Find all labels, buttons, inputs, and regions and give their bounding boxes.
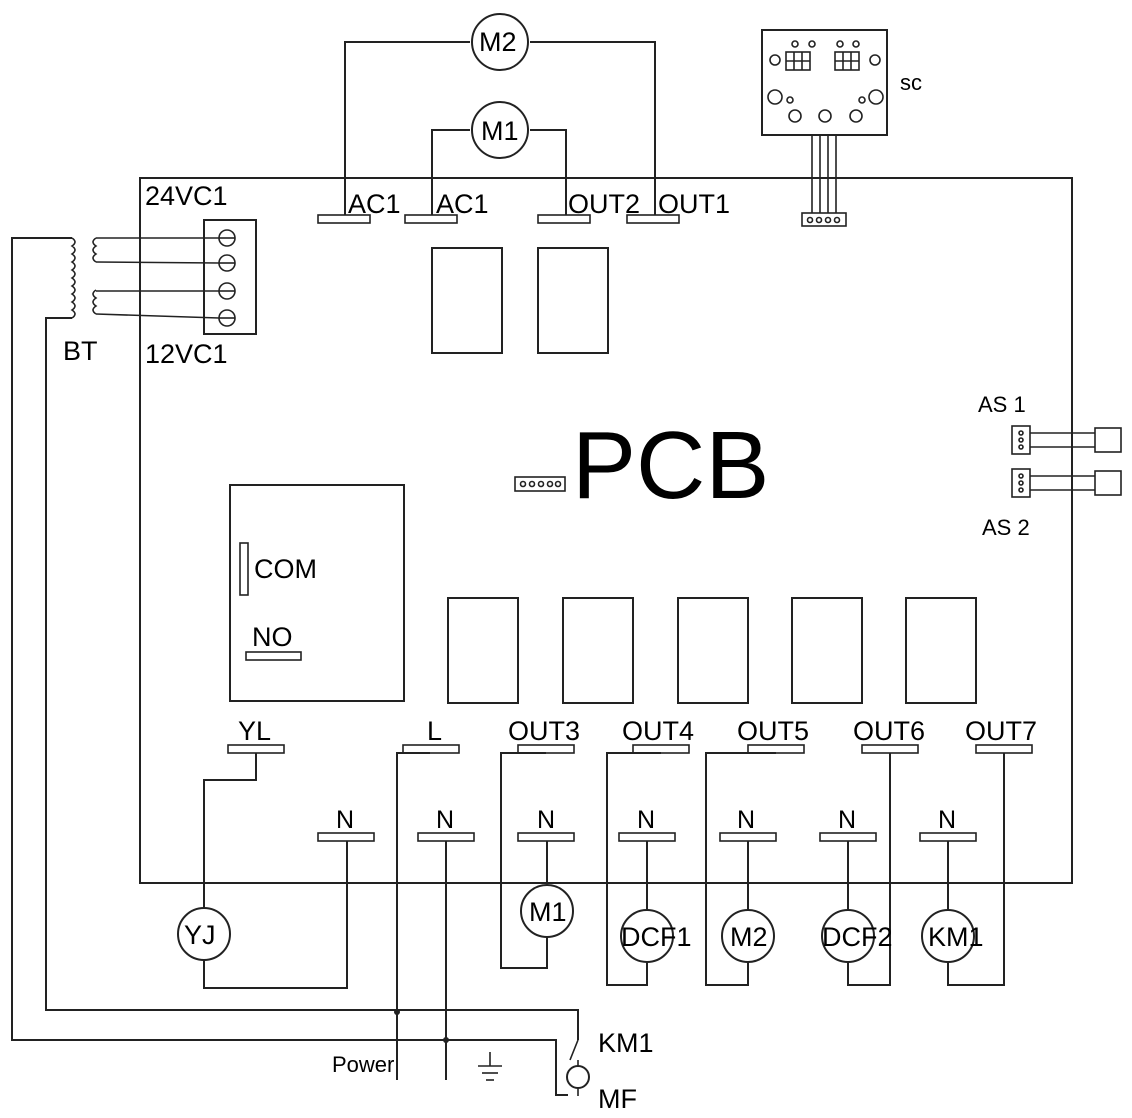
- load-dcf2-label: DCF2: [822, 922, 893, 952]
- motor-m1-top-label: M1: [481, 116, 519, 146]
- relay-out4: [562, 597, 634, 704]
- load-yj: [177, 907, 231, 961]
- relay-out3: [447, 597, 519, 704]
- connector-ac1-left-label: AC1: [348, 189, 401, 219]
- sensor-as1-label: AS 1: [978, 392, 1026, 417]
- connector-out7-label: OUT7: [965, 716, 1037, 746]
- sensor-as2-label: AS 2: [982, 515, 1030, 540]
- connector-out6-label: OUT6: [853, 716, 925, 746]
- transformer-bt: [70, 237, 98, 319]
- connector-out3-label: OUT3: [508, 716, 580, 746]
- n-terminal-5-label: N: [737, 806, 755, 834]
- load-dcf1-label: DCF1: [621, 922, 692, 952]
- relay-top-1: [431, 247, 503, 354]
- load-km1: [921, 909, 975, 963]
- connector-yl-label: YL: [238, 716, 271, 746]
- pcb-title: PCB: [572, 412, 769, 519]
- relay-out6: [791, 597, 863, 704]
- pcb-header-connector: [514, 476, 566, 492]
- ground-icon: [478, 1052, 502, 1081]
- load-m2: [721, 909, 775, 963]
- motor-m2-top-label: M2: [479, 27, 517, 57]
- power-label: Power: [332, 1052, 394, 1077]
- motor-m1-top: [471, 101, 529, 159]
- n-terminal-2-label: N: [436, 806, 454, 834]
- sensor-as1: [1011, 425, 1122, 455]
- km1-contact: [569, 1039, 579, 1066]
- sensor-as2: [1011, 468, 1122, 498]
- bottom-connector-pads: [227, 744, 1033, 754]
- top-connector-pads: [317, 214, 680, 224]
- fan-mf: [566, 1065, 590, 1089]
- connector-l-label: L: [427, 716, 442, 746]
- load-yj-label: YJ: [184, 920, 216, 950]
- terminal-12vc1-label: 12VC1: [145, 339, 228, 369]
- n-terminal-1-label: N: [336, 806, 354, 834]
- load-km1-label: KM1: [928, 922, 984, 952]
- load-m2-label: M2: [730, 922, 768, 952]
- load-m1-label: M1: [529, 897, 567, 927]
- km1-contact-label: KM1: [598, 1028, 654, 1058]
- n-terminal-4-label: N: [637, 806, 655, 834]
- n-terminal-pads: [317, 832, 977, 842]
- sensor-board: [761, 29, 888, 136]
- connector-out2-label: OUT2: [568, 189, 640, 219]
- load-dcf1: [620, 909, 674, 963]
- relay-com-label: COM: [254, 554, 317, 584]
- transformer-label: BT: [63, 336, 98, 366]
- connector-out4-label: OUT4: [622, 716, 694, 746]
- relay-top-2: [537, 247, 609, 354]
- n-terminal-6-label: N: [838, 806, 856, 834]
- load-dcf2: [821, 909, 875, 963]
- connector-out5-label: OUT5: [737, 716, 809, 746]
- power-terminal-block: [203, 219, 257, 335]
- relay-out5: [677, 597, 749, 704]
- n-terminal-3-label: N: [537, 806, 555, 834]
- relay-no-label: NO: [252, 622, 293, 652]
- motor-m2-top: [471, 13, 529, 71]
- connector-out1-label: OUT1: [658, 189, 730, 219]
- fan-mf-label: MF: [598, 1084, 637, 1114]
- relay-com-no: [229, 484, 405, 702]
- terminal-24vc1-label: 24VC1: [145, 181, 228, 211]
- n-terminal-7-label: N: [938, 806, 956, 834]
- relay-out7: [905, 597, 977, 704]
- sensor-board-label: sc: [900, 70, 922, 95]
- connector-ac1-right-label: AC1: [436, 189, 489, 219]
- load-m1: [520, 884, 574, 938]
